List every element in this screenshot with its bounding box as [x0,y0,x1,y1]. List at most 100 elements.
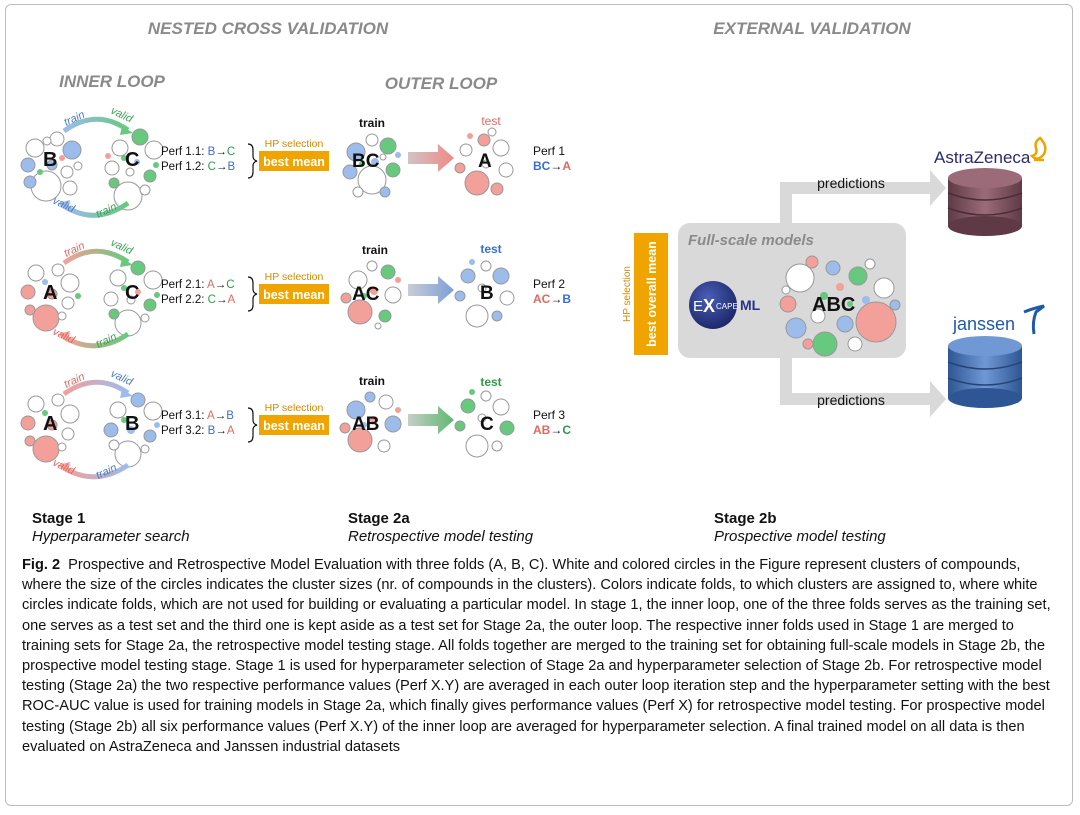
best-overall-mean: best overall mean [645,241,659,347]
cluster-fold-b-row1 [20,131,83,202]
row3-best-mean: best mean [263,419,325,433]
full-scale-models-label: Full-scale models [688,232,814,249]
cluster-fold-ac-row2 [340,260,402,330]
row2-right-label: C [125,282,139,304]
row3-outer-arrow [408,406,454,434]
row2-best-mean: best mean [263,288,325,302]
caption-text: Prospective and Retrospective Model Eval… [22,557,1051,755]
row3-test-label: test [480,375,501,389]
cluster-fold-a-row1 [454,127,514,196]
row2-hp-selection: HP selection [265,271,324,283]
row1-left-label: B [43,149,57,171]
row3-train-bottom: train [94,462,118,482]
row1-test-label: test [481,114,501,128]
row1-right-label: C [125,149,139,171]
astrazeneca-logo-text: AstraZeneca [934,148,1031,167]
row2-perf: Perf 2 [533,277,565,291]
excape-logo-cape: CAPE [716,302,738,311]
nested-cross-validation-diagram: NESTED CROSS VALIDATION EXTERNAL VALIDAT… [20,19,1047,482]
cluster-fold-a-row2 [20,263,81,332]
header-nested-cross-validation: NESTED CROSS VALIDATION [148,19,389,38]
best-overall-mean-box [634,233,668,355]
header-external-validation: EXTERNAL VALIDATION [713,19,911,38]
figure-frame [5,4,1073,806]
row3-valid-arrow [62,462,130,480]
row3-outer-train-label: train [359,374,385,388]
cluster-fold-a-row3 [20,393,80,463]
stage-1-label: Stage 1 Hyperparameter search [32,510,190,546]
row2-left-label: A [43,282,57,304]
row3-perf: Perf 3 [533,408,565,422]
row1-outer-arrow [408,144,454,172]
predictions-label-top: predictions [817,175,885,191]
row1-train-bottom: train [94,201,118,221]
row1-outer-train-set: BC [352,151,380,172]
figure-caption: Fig. 2 Prospective and Retrospective Mod… [22,555,1062,757]
cluster-fold-c-row2 [103,260,163,337]
row2-outer-train-set: AC [352,284,380,305]
row3-outer-train-set: AB [352,414,379,435]
stage-2a-title: Stage 2a [348,510,410,527]
row3-right-label: B [125,413,139,435]
excape-logo-x: X [703,296,715,316]
row1-outer-train-label: train [359,116,385,130]
row3-best-mean-box [259,415,329,435]
predictions-arrow-bottom [780,350,946,417]
janssen-logo-text: janssen [952,314,1015,334]
row2-outer-arrow [408,276,454,304]
stage-1-title: Stage 1 [32,510,86,527]
row3-test-set: C [480,414,494,435]
row2-perf-a: Perf 2.1: A→C [161,279,235,291]
row1-perf-a: Perf 1.1: B→C [161,146,235,158]
janssen-logo-icon: janssen [952,304,1045,335]
excape-logo-e: E [693,298,703,315]
stage-2b-subtitle: Prospective model testing [714,528,886,545]
stage-1-subtitle: Hyperparameter search [32,528,190,545]
row3-left-label: A [43,413,57,435]
stage-2a-label: Stage 2a Retrospective model testing [348,510,533,546]
row2-best-mean-box [259,284,329,304]
database-icon [947,168,1023,236]
stage-2b-label: Stage 2b Prospective model testing [714,510,886,546]
cluster-fold-c-row1 [104,128,164,211]
row3-perf-b: Perf 3.2: B→A [161,425,235,437]
row3-perf-result: AB→C [533,423,571,437]
row3-hp-selection: HP selection [265,402,324,414]
row1-best-mean: best mean [263,155,325,169]
row3-perf-a: Perf 3.1: A→B [161,410,234,422]
excape-logo-ml: ML [740,297,761,313]
row2-perf-b: Perf 2.2: C→A [161,294,235,306]
cluster-fold-ab-row3 [339,391,402,453]
row1-best-mean-box [259,151,329,171]
row2-test-set: B [480,283,494,304]
row1-test-set: A [478,151,492,172]
predictions-label-bottom: predictions [817,392,885,408]
predictions-arrow-top [780,170,946,232]
header-outer-loop: OUTER LOOP [385,74,498,93]
row2-test-label: test [480,242,501,256]
cluster-fold-b-row2 [454,259,515,328]
row2-train-bottom: train [94,331,118,351]
database-icon [947,336,1023,408]
full-scale-set: ABC [812,294,855,316]
cluster-fold-bc-row1 [342,133,401,198]
header-inner-loop: INNER LOOP [59,72,165,91]
row1-valid-arrow [62,200,130,218]
cluster-fold-abc [779,255,901,357]
stage-2a-subtitle: Retrospective model testing [348,528,534,545]
row2-valid-arrow [62,331,130,349]
astrazeneca-logo-icon: AstraZeneca [934,136,1047,167]
cluster-fold-c-row3 [454,389,515,458]
excape-ml-logo-icon: E X CAPE ML [689,281,761,329]
row1-hp-selection: HP selection [265,138,324,150]
cluster-fold-b-row3 [103,392,163,468]
row1-perf: Perf 1 [533,144,565,158]
row-3: A B train valid valid train Perf 3.1: A→… [20,368,571,482]
external-validation-panel: predictions predictions Full-scale model… [622,136,1047,417]
row2-perf-result: AC→B [533,292,571,306]
row1-perf-result: BC→A [533,159,571,173]
row1-perf-b: Perf 1.2: C→B [161,161,235,173]
row-2: A C train valid valid train Perf 2.1: A→… [20,237,571,351]
row2-outer-train-label: train [362,243,388,257]
row-1: B C train valid valid train Perf 1.1: B→… [20,105,571,221]
